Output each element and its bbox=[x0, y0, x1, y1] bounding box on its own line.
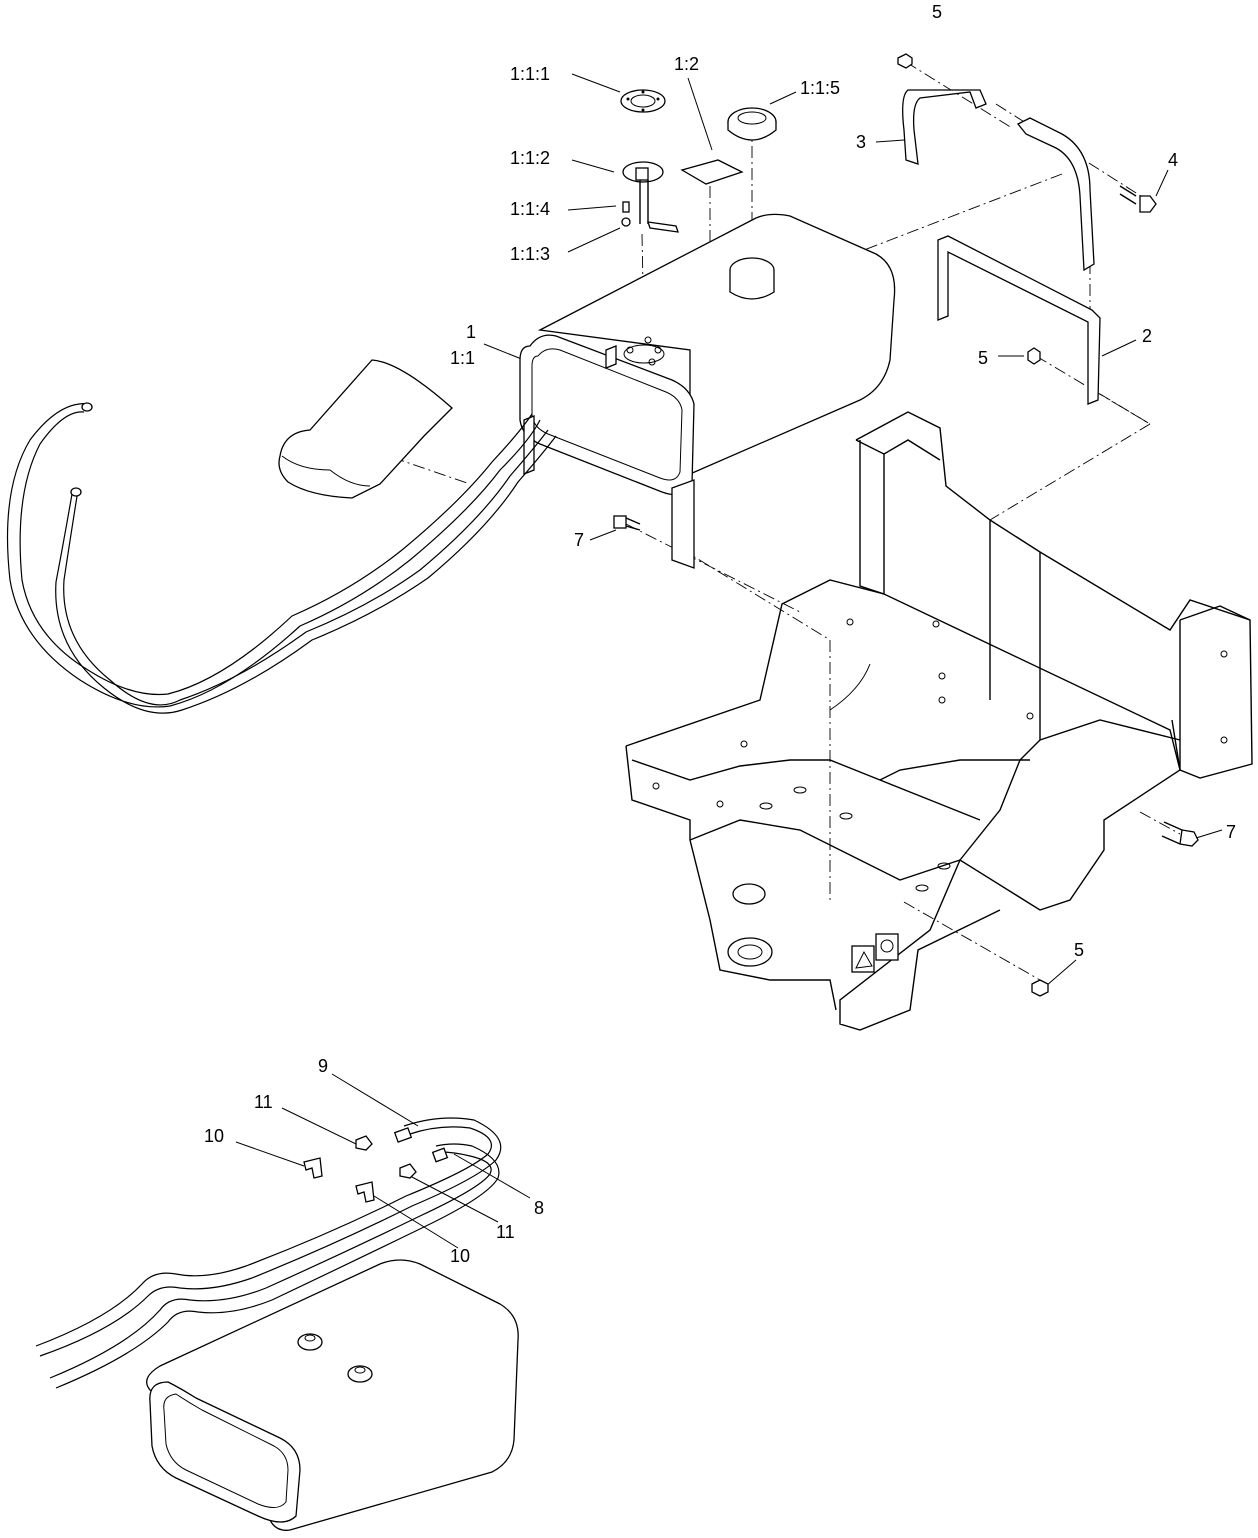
callout-10-top: 10 bbox=[204, 1126, 225, 1146]
callout-1-1-3: 1:1:3 bbox=[510, 244, 551, 264]
hose-sleeve bbox=[278, 359, 453, 499]
callout-3: 3 bbox=[856, 132, 867, 152]
callout-2: 2 bbox=[1142, 326, 1153, 346]
flange-nut-bottom bbox=[1031, 979, 1049, 997]
tank-strap bbox=[902, 89, 1095, 272]
callout-5-top: 5 bbox=[932, 2, 943, 22]
callout-1-2: 1:2 bbox=[674, 54, 700, 74]
callout-8: 8 bbox=[534, 1198, 545, 1218]
sender-washer bbox=[621, 217, 631, 227]
fuel-cap bbox=[727, 107, 777, 141]
decal-icon bbox=[880, 939, 894, 953]
fuel-tank bbox=[519, 213, 896, 569]
callout-1-1-5: 1:1:5 bbox=[800, 78, 841, 98]
inset-fuel-tank bbox=[146, 1259, 519, 1531]
inset-fittings bbox=[303, 1135, 417, 1203]
leader-lines bbox=[235, 73, 1223, 1249]
bolt-7-right bbox=[1161, 821, 1199, 847]
fuel-hoses-upper bbox=[6, 402, 557, 714]
callout-7-left: 7 bbox=[574, 530, 585, 550]
callout-1-1-2: 1:1:2 bbox=[510, 148, 551, 168]
sender-screw bbox=[622, 201, 630, 213]
tank-bracket bbox=[937, 235, 1101, 405]
callout-9: 9 bbox=[318, 1056, 329, 1076]
fuel-sender bbox=[622, 161, 679, 233]
bolt-4 bbox=[1119, 185, 1157, 213]
callout-11-top: 11 bbox=[254, 1092, 273, 1112]
callout-5-bottom: 5 bbox=[1074, 940, 1085, 960]
callout-10-bottom: 10 bbox=[450, 1246, 471, 1266]
sender-gasket bbox=[620, 89, 666, 113]
assembly-dash-lines bbox=[329, 61, 1181, 981]
callout-7-right: 7 bbox=[1226, 822, 1237, 842]
callout-1-1-1: 1:1:1 bbox=[510, 64, 551, 84]
warning-icon bbox=[855, 950, 873, 969]
inset-fuel-hoses bbox=[35, 1117, 502, 1389]
callout-5-mid: 5 bbox=[978, 348, 989, 368]
flange-nut-mid bbox=[1027, 347, 1041, 365]
callout-1: 1 bbox=[466, 322, 477, 342]
callout-1-1: 1:1 bbox=[450, 348, 476, 368]
callout-1-1-4: 1:1:4 bbox=[510, 199, 551, 219]
decal bbox=[680, 159, 744, 185]
callout-4: 4 bbox=[1168, 150, 1179, 170]
bolt-7-left bbox=[613, 515, 641, 531]
chassis-frame bbox=[625, 411, 1253, 1031]
callout-11-bottom: 11 bbox=[496, 1222, 515, 1242]
flange-nut-top bbox=[897, 53, 913, 69]
